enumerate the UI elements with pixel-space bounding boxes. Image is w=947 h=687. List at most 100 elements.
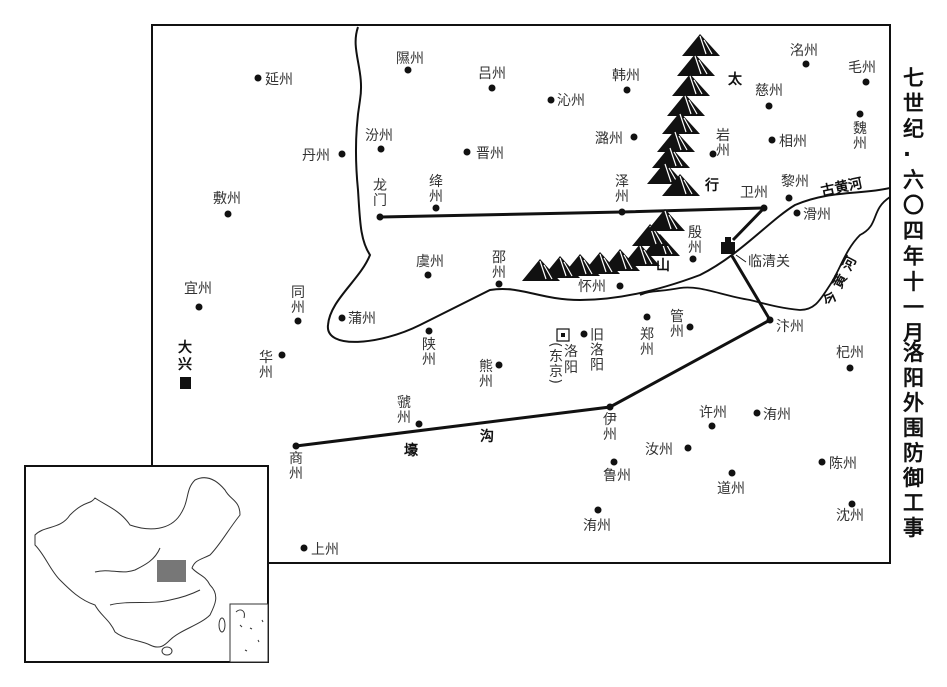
place-label: 商州 (289, 451, 303, 482)
place-label: 洧州 (763, 407, 791, 423)
city-dot (709, 150, 717, 158)
place-label: 滑州 (803, 206, 831, 223)
city-dot (300, 544, 308, 552)
place: 汝州 (645, 442, 692, 458)
place-label: 毛州 (848, 60, 876, 76)
place: 陈州 (818, 455, 857, 472)
place: 潞州 (595, 131, 638, 147)
place-label: 沈州 (836, 508, 864, 524)
place: 晋州 (463, 146, 504, 162)
place: 怀州 (578, 279, 624, 295)
place: 邵州 (492, 250, 506, 288)
place-label: 绛州 (429, 174, 443, 205)
city-dot (862, 78, 870, 86)
inset-map (24, 465, 269, 663)
defense-line (295, 255, 773, 448)
city-dot (766, 316, 774, 324)
place-label: 同州 (291, 285, 305, 316)
places: 延州隰州吕州沁州韩州洺州毛州慈州魏州岩州相州潞州汾州丹州晋州龙门绛州泽州卫州黎州… (184, 43, 876, 558)
place: 洧州 (583, 506, 611, 534)
place-label: 宜州 (184, 281, 212, 297)
place: 洺州 (790, 43, 818, 68)
city-dot (415, 420, 423, 428)
place: 慈州 (755, 83, 783, 110)
place-label: 许州 (699, 405, 727, 421)
city-dot (684, 444, 692, 452)
old-luoyang-label: 旧洛阳 (588, 327, 604, 372)
city-dot (708, 422, 716, 430)
city-dot (195, 303, 203, 311)
place-label: 黎州 (781, 174, 809, 190)
city-dot (689, 255, 697, 263)
city-dot (432, 204, 440, 212)
city-dot (818, 458, 826, 466)
place-label: 沁州 (557, 93, 585, 109)
place: 虞州 (416, 254, 444, 279)
daxing-label: 大兴 (178, 339, 192, 373)
city-dot (765, 102, 773, 110)
place-label: 虞州 (416, 254, 444, 270)
place: 宜州 (184, 281, 212, 311)
place-label: 汴州 (776, 319, 804, 335)
place-label: 相州 (779, 134, 807, 150)
city-dot (424, 271, 432, 279)
place: 隰州 (396, 51, 424, 74)
place-label: 蒲州 (348, 311, 376, 327)
city-dot (547, 96, 555, 104)
place-label: 敷州 (213, 191, 241, 207)
city-dot (618, 208, 626, 216)
city-dot (793, 209, 801, 217)
place-label: 韩州 (612, 68, 640, 84)
taihang-mountains (522, 34, 720, 281)
place: 汾州 (365, 128, 393, 153)
place: 吕州 (478, 66, 506, 92)
city-dot (768, 136, 776, 144)
city-dot (224, 210, 232, 218)
city-dot (463, 148, 471, 156)
place: 韩州 (612, 68, 640, 94)
place: 伊州 (603, 403, 617, 443)
city-dot (488, 84, 496, 92)
dongjing-label: (东京) (547, 342, 563, 385)
place-label: 怀州 (578, 279, 606, 295)
place-label: 杞州 (836, 345, 864, 361)
luoyang-label: 洛阳 (564, 344, 578, 376)
place: 杞州 (836, 345, 864, 372)
place: 毛州 (848, 60, 876, 86)
city-dot (643, 313, 651, 321)
feature-label-tai: 太 (728, 71, 743, 88)
city-dot (376, 213, 384, 221)
place-label: 道州 (717, 481, 745, 497)
place-label: 上州 (311, 542, 339, 558)
place: 黎州 (781, 174, 809, 202)
map-title: 七世纪·六〇四年十一月 (902, 66, 924, 345)
city-dot (848, 500, 856, 508)
place: 蒲州 (338, 311, 376, 327)
place: 岩州 (709, 128, 730, 159)
place: 魏州 (853, 110, 867, 152)
place: 同州 (291, 285, 305, 325)
place: 郑州 (640, 313, 654, 358)
place-label: 卫州 (740, 185, 768, 201)
place: 相州 (768, 134, 807, 150)
place: 龙门 (373, 178, 387, 221)
old-yellow-river (326, 26, 891, 343)
map-frame (151, 24, 891, 564)
city-dot (254, 74, 262, 82)
place-label: 魏州 (853, 121, 867, 152)
place: 汴州 (766, 316, 804, 335)
place-label: 虢州 (397, 395, 411, 426)
city-dot (294, 317, 302, 325)
city-dot (278, 351, 286, 359)
place-label: 陕州 (422, 337, 436, 368)
city-dot (594, 506, 602, 514)
place: 道州 (717, 469, 745, 497)
place: 鲁州 (603, 458, 631, 484)
place-label: 慈州 (755, 83, 783, 99)
place: 绛州 (429, 174, 443, 212)
place-label: 管州 (670, 309, 684, 340)
place: 上州 (300, 542, 339, 558)
place: 华州 (259, 350, 286, 381)
city-dot (425, 327, 433, 335)
